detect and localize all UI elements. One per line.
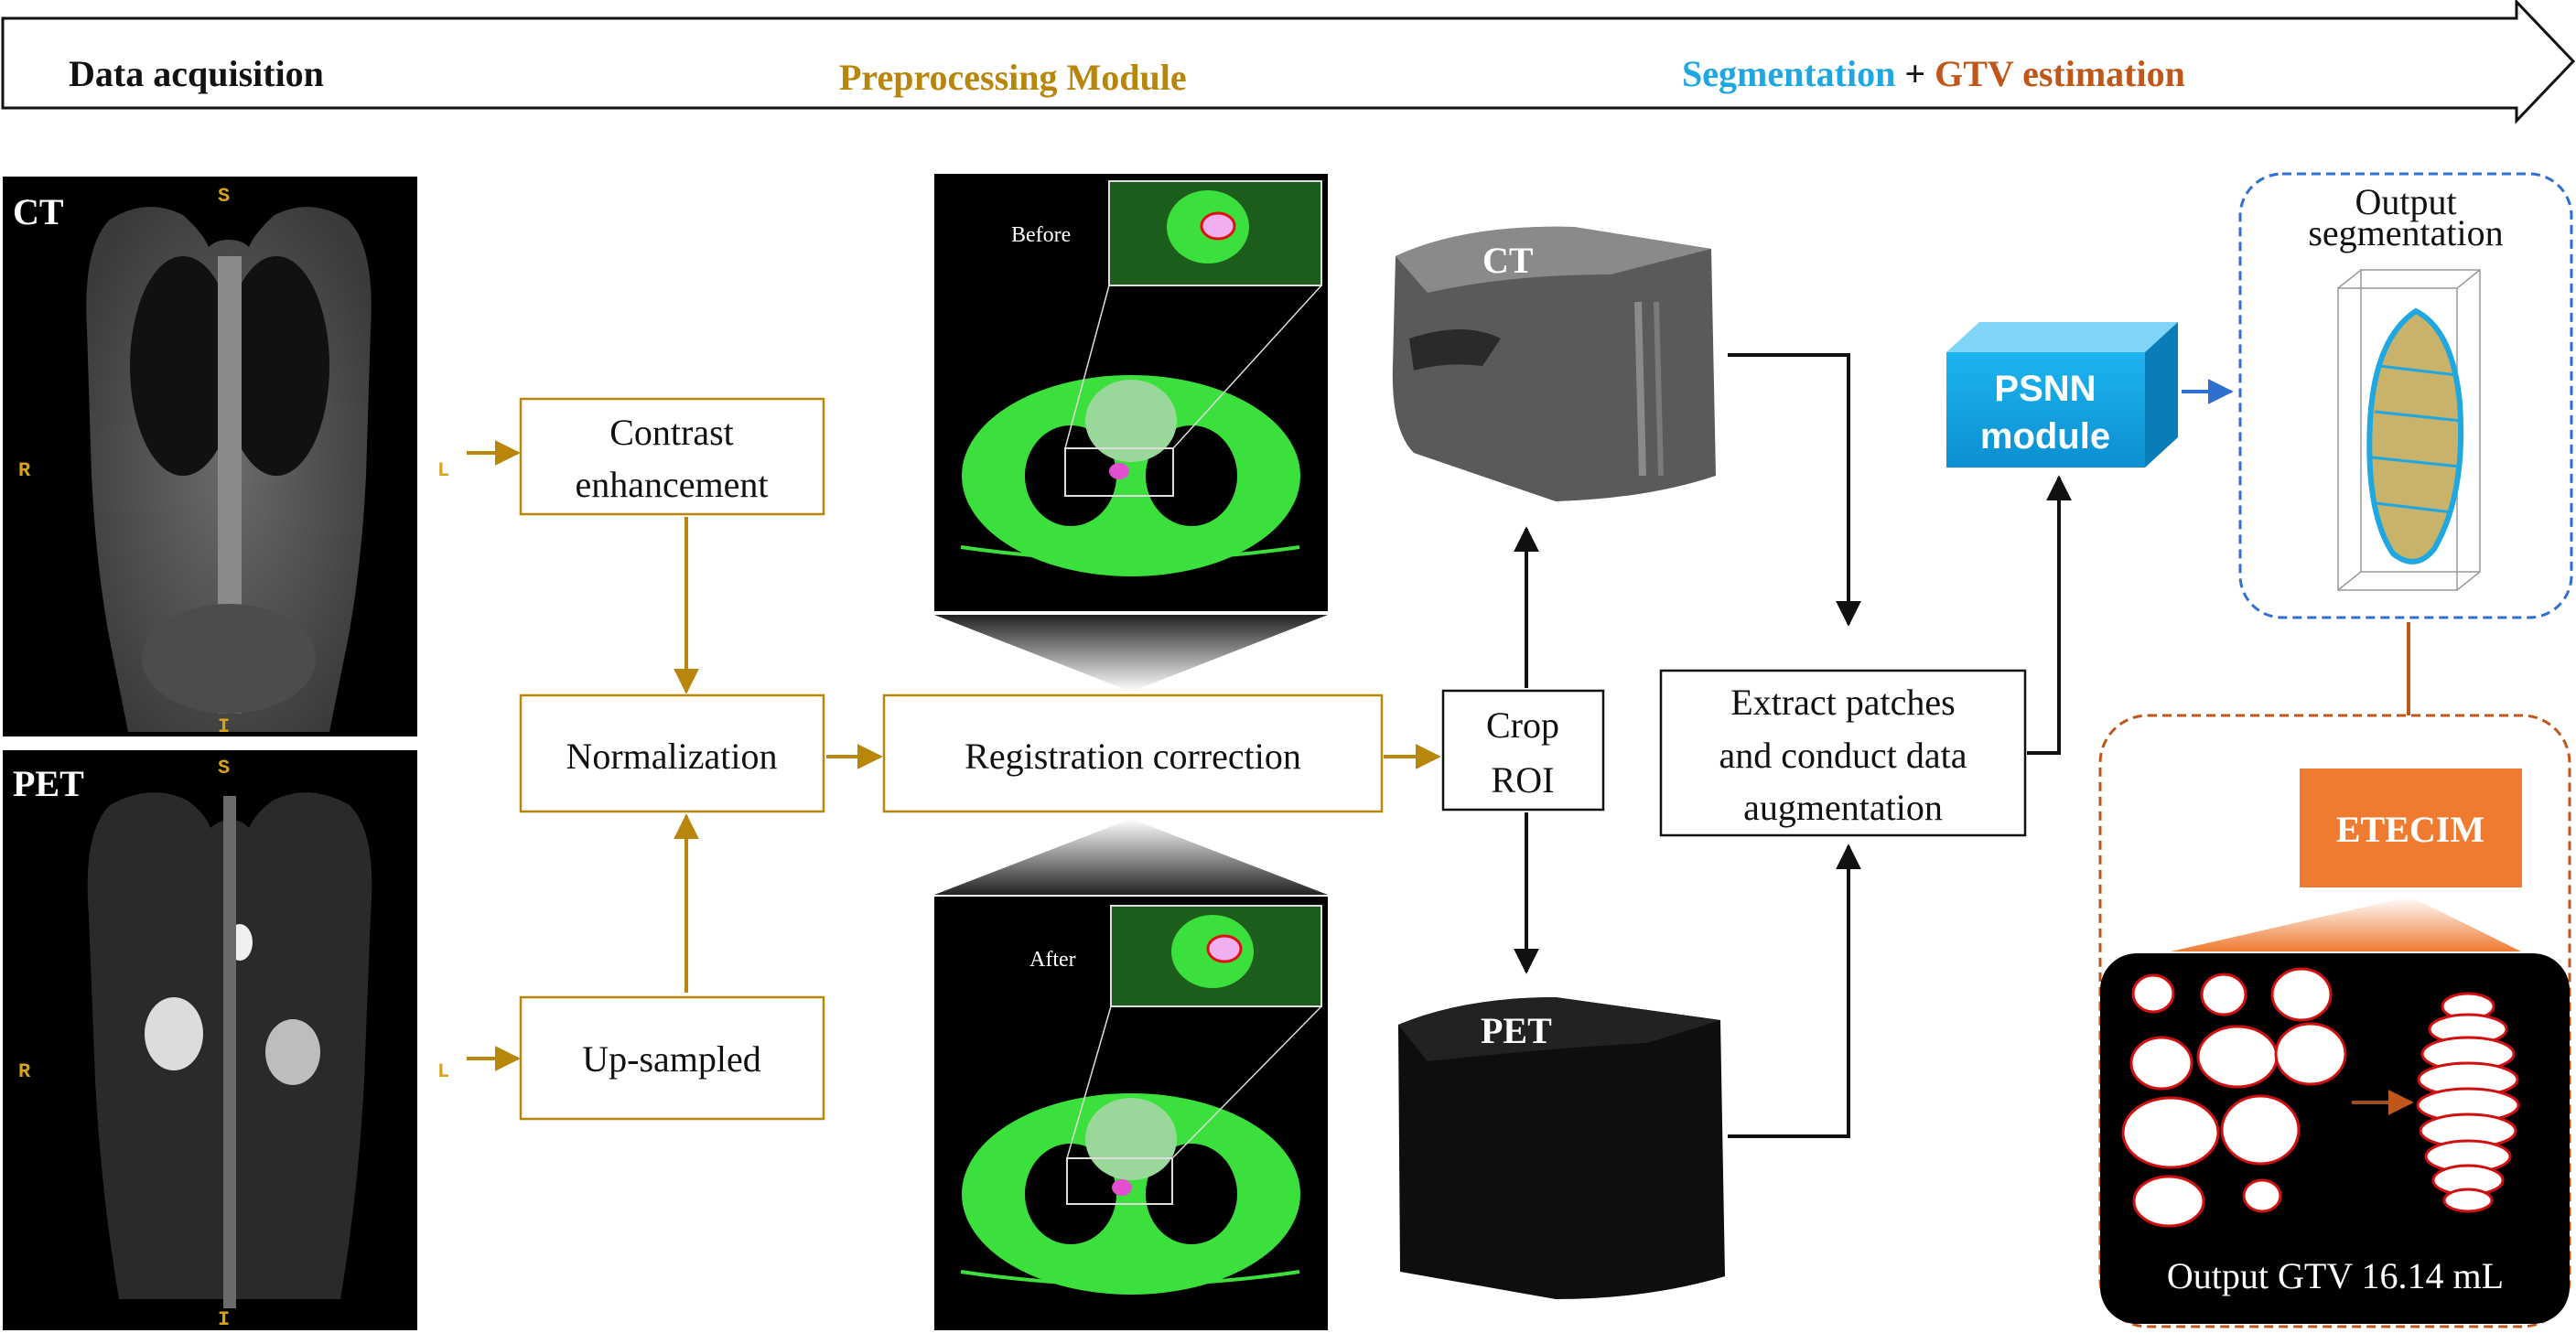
crop-roi-box <box>1441 689 1605 812</box>
banner-stage-preprocessing: Preprocessing Module <box>839 57 1187 98</box>
slice-contours <box>2121 967 2347 1228</box>
pet-volume-render: PET <box>1398 997 1725 1299</box>
ct-scan-label: CT <box>13 191 64 232</box>
psnn-line1: PSNN <box>1994 369 2096 409</box>
banner-plus: + <box>1895 53 1935 94</box>
upsampled-box <box>519 995 825 1121</box>
arrow-pet-to-extract <box>1728 844 1861 1138</box>
banner-stage-segmentation-gtv: Segmentation + GTV estimation <box>1682 53 2185 94</box>
pet-orient-superior: S <box>218 757 230 779</box>
banner-arrow-shape <box>1 0 2576 124</box>
etecim-fan <box>2171 897 2521 951</box>
ct-coronal-image: CT S R L I <box>3 177 449 738</box>
extract-line2: and conduct data <box>1719 735 1967 776</box>
registration-before-view: Before <box>934 174 1328 692</box>
upsampled-label: Up-sampled <box>582 1038 761 1080</box>
crop-line1: Crop <box>1486 704 1559 746</box>
banner-gtv-estimation: GTV estimation <box>1935 53 2185 94</box>
psnn-line2: module <box>1980 416 2110 457</box>
pet-volume-label: PET <box>1481 1010 1552 1051</box>
ct-volume-render: CT <box>1392 226 1716 501</box>
gtv-estimation-panel: ETECIM Output GTV <box>2098 714 2571 1328</box>
arrow-ct-to-extract <box>1728 353 1861 627</box>
output-line2: segmentation <box>2308 212 2503 253</box>
normalization-box <box>519 693 825 813</box>
psnn-cube-front <box>1946 352 2145 468</box>
output-tumor-mesh <box>2366 307 2464 564</box>
psnn-cube-side <box>2145 322 2178 468</box>
psnn-cube-top <box>1946 322 2178 352</box>
extract-patches-box <box>1659 669 2027 837</box>
after-fan <box>934 819 1328 895</box>
registration-after-view: After <box>934 819 1328 1330</box>
arrow-extract-to-psnn <box>2027 475 2072 755</box>
extract-line3: augmentation <box>1743 787 1943 828</box>
psnn-module: PSNN module <box>1946 322 2234 468</box>
contrast-line1: Contrast <box>609 412 734 453</box>
extract-stage: Extract patches and conduct data augment… <box>1659 475 2072 837</box>
before-fan <box>934 615 1328 692</box>
pet-coronal-image: PET S R L I <box>3 750 449 1331</box>
registration-correction-box <box>882 693 1384 813</box>
crop-roi-stage: Crop ROI CT PET <box>1392 226 1861 1299</box>
extract-line1: Extract patches <box>1730 682 1955 723</box>
ct-orient-superior: S <box>218 185 230 208</box>
etecim-box <box>2300 769 2522 887</box>
etecim-label: ETECIM <box>2336 809 2484 850</box>
stage-banner: Data acquisition Preprocessing Module Se… <box>1 0 2576 124</box>
contrast-enhancement-box <box>519 397 825 516</box>
before-label: Before <box>1011 223 1071 247</box>
ct-orient-left: L <box>437 459 449 482</box>
banner-segmentation: Segmentation <box>1682 53 1895 94</box>
banner-stage-data-acquisition: Data acquisition <box>69 53 324 94</box>
ct-orient-inferior: I <box>218 715 230 738</box>
pet-orient-right: R <box>18 1060 31 1083</box>
registration-label: Registration correction <box>965 736 1301 777</box>
pet-orient-inferior: I <box>218 1308 230 1331</box>
preprocessing-steps: Contrast enhancement Normalization Up-sa… <box>467 397 1441 1121</box>
crop-line2: ROI <box>1492 759 1555 801</box>
output-segmentation-panel: Output segmentation <box>2238 172 2573 760</box>
ct-orient-right: R <box>18 459 31 482</box>
contrast-line2: enhancement <box>576 464 769 505</box>
pet-scan-label: PET <box>13 763 84 804</box>
after-label: After <box>1029 948 1076 972</box>
pet-orient-left: L <box>437 1060 449 1083</box>
normalization-label: Normalization <box>566 736 777 777</box>
stacked-gtv-volume <box>2416 992 2520 1213</box>
ct-volume-label: CT <box>1482 240 1534 281</box>
output-line1: Output <box>2355 181 2456 222</box>
output-gtv-value: Output GTV 16.14 mL <box>2167 1255 2504 1296</box>
